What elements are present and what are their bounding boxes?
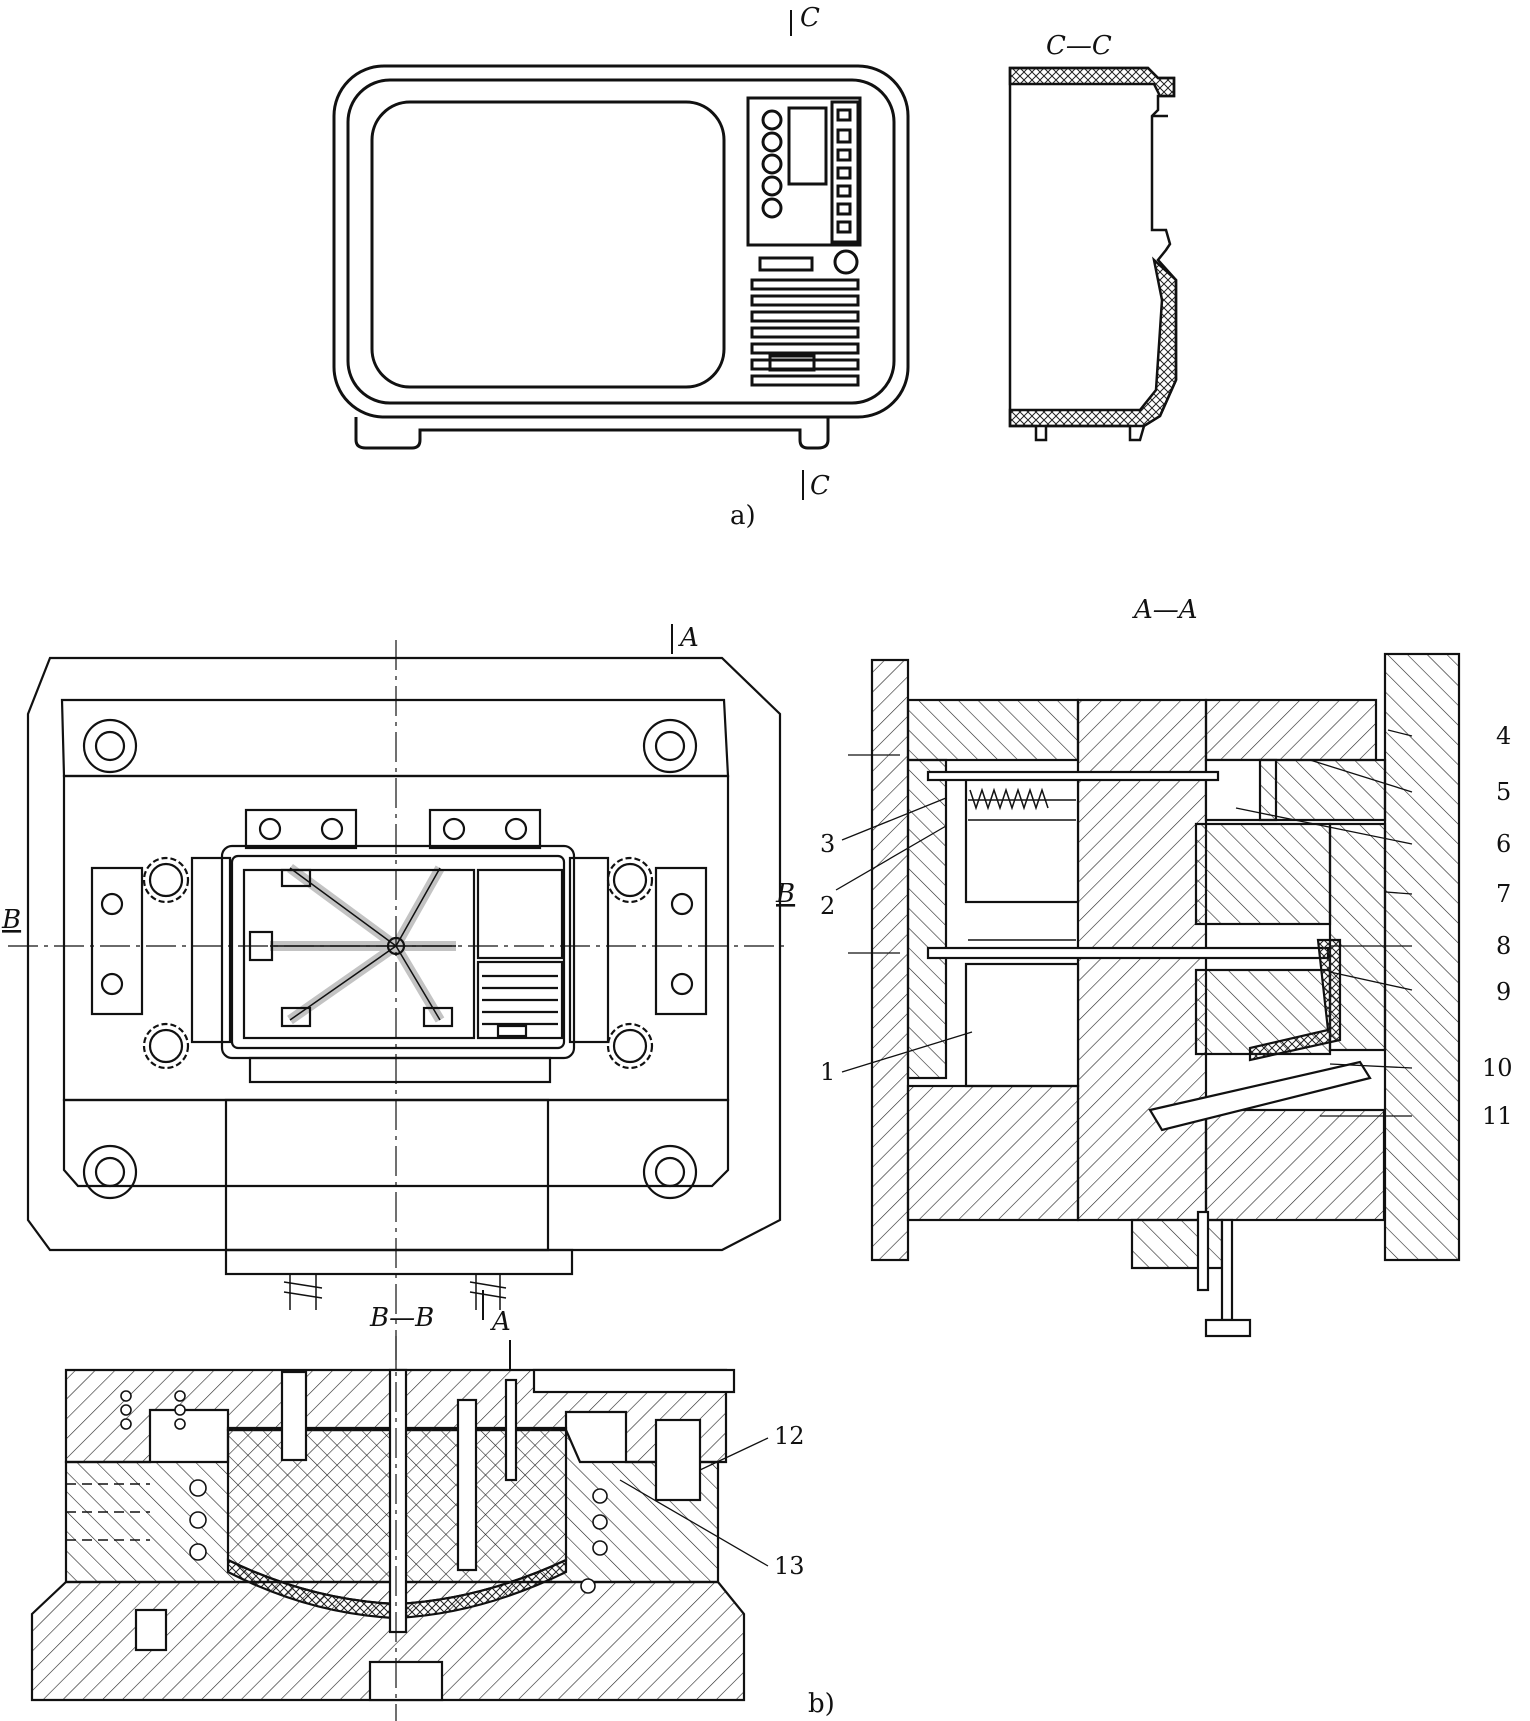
callout-6: 6 (1496, 830, 1511, 858)
section-mark-b-left: B (1, 905, 21, 935)
section-title-aa: A—A (1132, 595, 1198, 625)
callout-13: 13 (774, 1552, 805, 1580)
section-mark-b-right: B (775, 879, 795, 909)
callout-5: 5 (1496, 778, 1511, 806)
figure-labels: a) b) C C A A B B C—C A—A B—B 1 2 3 4 5 … (1, 3, 1513, 1719)
callout-11: 11 (1482, 1102, 1513, 1130)
callout-10: 10 (1482, 1054, 1513, 1082)
callout-1: 1 (820, 1058, 835, 1086)
callout-8: 8 (1496, 932, 1511, 960)
section-mark-a-top: A (678, 623, 699, 653)
section-mark-c-top: C (800, 3, 820, 33)
part-b-label: b) (808, 1689, 835, 1719)
callout-3: 3 (820, 830, 835, 858)
tv-housing-front-view (332, 10, 910, 500)
callout-9: 9 (1496, 978, 1511, 1006)
callout-12: 12 (774, 1422, 805, 1450)
mold-section-aa (835, 652, 1461, 1338)
section-mark-c-bottom: C (810, 471, 830, 501)
housing-section-cc (1008, 66, 1178, 442)
mold-section-bb (30, 1336, 769, 1721)
section-mark-a-bottom: A (490, 1307, 511, 1337)
callout-2: 2 (820, 892, 835, 920)
callout-7: 7 (1496, 880, 1511, 908)
section-title-cc: C—C (1046, 31, 1112, 61)
callout-4: 4 (1496, 722, 1511, 750)
part-a-label: a) (730, 501, 756, 531)
section-title-bb: B—B (369, 1303, 434, 1333)
mold-plan-view (8, 624, 790, 1380)
